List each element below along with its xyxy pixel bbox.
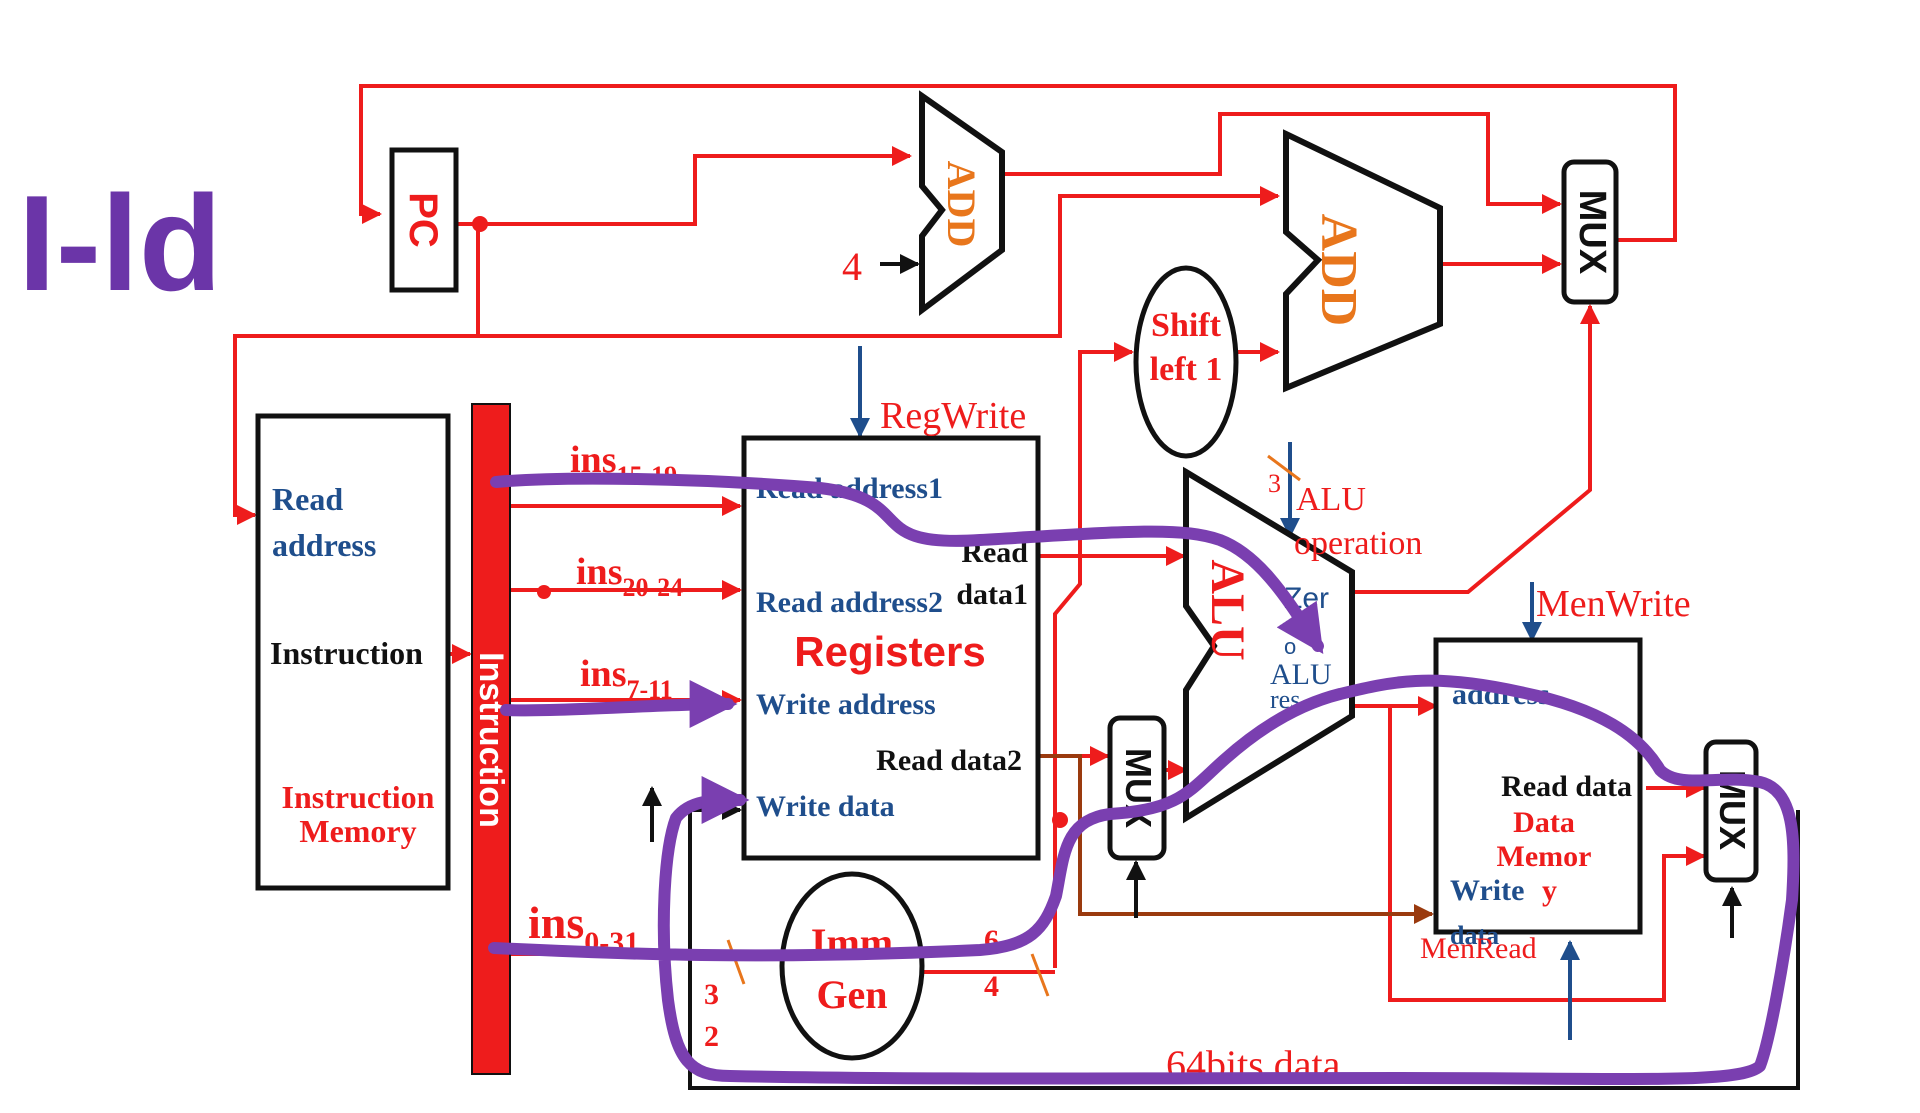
pc-adder: ADD <box>919 90 1005 316</box>
instruction-bus: Instruction <box>471 403 511 1075</box>
annotation-path-rd <box>500 680 738 729</box>
field-ins-20-24: ins20-24 <box>576 551 683 602</box>
field-junction <box>537 585 551 599</box>
reg-write-data: Write data <box>756 790 895 823</box>
annotation-path-imm <box>488 674 1800 1085</box>
alu: ALU <box>1183 466 1355 824</box>
branch-adder: ADD <box>1283 129 1443 393</box>
instruction-bus-label: Instruction <box>472 652 510 828</box>
im-instruction-output: Instruction <box>270 635 423 671</box>
purple-annotations <box>488 472 1800 1085</box>
dm-read-data: Read data <box>1501 770 1632 803</box>
alu-operation-1: ALU <box>1296 481 1366 518</box>
field-labels: ins15-19 ins20-24 ins7-11 ins0-31 <box>528 439 683 959</box>
memwrite-label: MenWrite <box>1536 583 1691 625</box>
im-read-address-1: Read <box>272 481 343 517</box>
pc-junction <box>472 216 488 232</box>
alu-zero-2: o <box>1284 634 1296 659</box>
imm-in-width-2: 2 <box>704 1020 719 1053</box>
pc-mux: MUX <box>1561 159 1619 305</box>
dm-name-3: y <box>1542 874 1557 907</box>
bus-width-marks <box>726 454 1301 997</box>
field-ins-7-11: ins7-11 <box>580 653 673 704</box>
instruction-memory: Read address Instruction Instruction Mem… <box>255 413 451 891</box>
alu-result-1: ALU <box>1270 658 1332 691</box>
dm-write-data-1: Write <box>1450 874 1524 907</box>
reg-write-address: Write address <box>756 688 936 721</box>
alu-label: ALU <box>1201 559 1254 660</box>
const-four: 4 <box>842 244 862 289</box>
pc-mux-label: MUX <box>1571 190 1613 275</box>
shift-left-unit: Shift left 1 <box>1133 265 1239 459</box>
im-name-1: Instruction <box>282 779 435 815</box>
memread-label: MenRead <box>1420 932 1537 965</box>
alu-mux: MUX <box>1107 715 1167 861</box>
reg-read-data2: Read data2 <box>876 744 1022 777</box>
imm-gen-line2: Gen <box>816 972 887 1017</box>
annotation-path-rs1 <box>490 472 1324 654</box>
dm-write-data-2: data <box>1450 921 1499 950</box>
control-wires <box>850 346 1580 1040</box>
imm-in-width-1: 3 <box>704 978 719 1011</box>
dm-name-2: Memor <box>1497 840 1592 873</box>
shift-left-line1: Shift <box>1151 307 1222 344</box>
dm-name-1: Data <box>1513 806 1575 839</box>
writeback-mux: MUX <box>1703 739 1759 883</box>
reg-read-data1-2: data1 <box>956 578 1028 611</box>
regwrite-label: RegWrite <box>880 395 1026 437</box>
slide-title: I-ld <box>18 167 222 319</box>
shift-left-line2: left 1 <box>1150 351 1223 388</box>
im-name-2: Memory <box>299 813 416 849</box>
reg-read-address2: Read address2 <box>756 586 943 619</box>
pc-label: PC <box>401 192 445 248</box>
field-ins-0-31: ins0-31 <box>528 897 639 959</box>
imm-out-width-2: 4 <box>984 970 999 1003</box>
im-read-address-2: address <box>272 527 376 563</box>
alu-operation-2: operation <box>1294 525 1422 562</box>
pc-register: PC <box>389 147 459 293</box>
register-file: Read address1 Read address2 Registers Wr… <box>741 435 1041 861</box>
alu-op-width: 3 <box>1268 469 1281 498</box>
reg-title: Registers <box>794 628 985 675</box>
branch-adder-label: ADD <box>1310 214 1367 327</box>
imm-gen: Imm Gen <box>779 871 925 1061</box>
junction-dot <box>1052 812 1068 828</box>
pc-adder-label: ADD <box>939 161 984 248</box>
